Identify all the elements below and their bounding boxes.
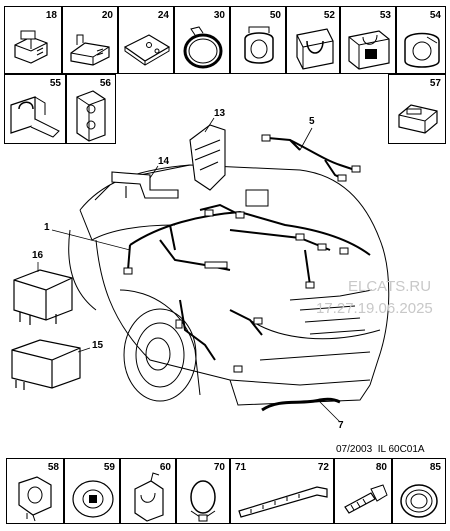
part-number: 18 [45,10,57,21]
part-box-24[interactable]: 24 [118,6,174,74]
cable-tie-icon [238,486,328,518]
part-number: 59 [103,462,115,473]
part-number: 30 [213,10,225,21]
part-box-53[interactable]: 53 [340,6,396,74]
bracket-13 [189,124,226,191]
diagram-reference: 07/2003 IL 60C01A [336,444,425,455]
part-number: 55 [49,78,61,89]
harness-connector [123,267,133,275]
harness-7 [261,397,341,412]
part-box-30[interactable]: 30 [174,6,230,74]
part-box-52[interactable]: 52 [286,6,340,74]
callout-16: 16 [32,250,44,261]
callout-1: 1 [44,222,50,233]
clip-icon [296,28,334,70]
clip-icon [244,26,274,64]
part-box-71-72[interactable]: 71 72 [230,458,334,524]
part-box-58[interactable]: 58 [6,458,64,524]
wheel-tire [123,308,197,402]
part-number: 85 [429,462,441,473]
callout-7: 7 [338,420,344,431]
part-number: 24 [157,10,169,21]
part-number: 70 [213,462,225,473]
part-number: 56 [99,78,111,89]
grommet-icon [348,30,390,70]
grommet-icon [400,484,438,518]
module-15 [11,339,81,389]
connector-icon [398,104,438,134]
part-number: 60 [159,462,171,473]
clamp-icon [190,480,216,522]
leader-line [51,229,131,251]
callout-14: 14 [158,156,170,167]
clamp-ring-icon [183,26,223,69]
connector-icon [14,30,48,64]
relay-16 [13,269,73,321]
part-box-20[interactable]: 20 [62,6,118,74]
part-number: 57 [429,78,441,89]
part-number: 54 [429,10,441,21]
callout-15: 15 [92,340,104,351]
part-number-72: 72 [317,462,329,473]
part-box-59[interactable]: 59 [64,458,120,524]
callout-5: 5 [309,116,315,127]
part-number: 58 [47,462,59,473]
connector-icon [70,34,110,66]
part-box-18[interactable]: 18 [4,6,62,74]
part-box-60[interactable]: 60 [120,458,176,524]
relay-box [245,189,269,207]
part-box-80[interactable]: 80 [334,458,392,524]
cable-holder-icon [10,96,60,138]
watermark-line-2: 17.27.19.06.2025 [316,300,433,317]
part-number-71: 71 [235,462,247,473]
part-number: 50 [269,10,281,21]
wheel-arch [119,289,201,396]
clip-icon [76,90,106,142]
clip-icon [404,32,440,68]
part-number: 52 [323,10,335,21]
car-front-outline [95,239,371,386]
grommet-icon [72,480,114,518]
bracket-14 [111,171,179,199]
clip-icon [18,476,52,522]
part-box-56[interactable]: 56 [66,74,116,144]
part-number: 20 [101,10,113,21]
screw-icon [344,484,388,514]
part-box-57[interactable]: 57 [388,74,446,144]
bracket-icon [123,34,171,66]
watermark-line-1: ELCATS.RU [348,278,432,295]
part-box-85[interactable]: 85 [392,458,446,524]
harness-5 [267,137,356,171]
part-number: 80 [375,462,387,473]
callout-13: 13 [214,108,226,119]
part-box-70[interactable]: 70 [176,458,230,524]
part-box-50[interactable]: 50 [230,6,286,74]
clip-icon [134,472,164,522]
part-box-55[interactable]: 55 [4,74,66,144]
part-box-54[interactable]: 54 [396,6,446,74]
part-number: 53 [379,10,391,21]
